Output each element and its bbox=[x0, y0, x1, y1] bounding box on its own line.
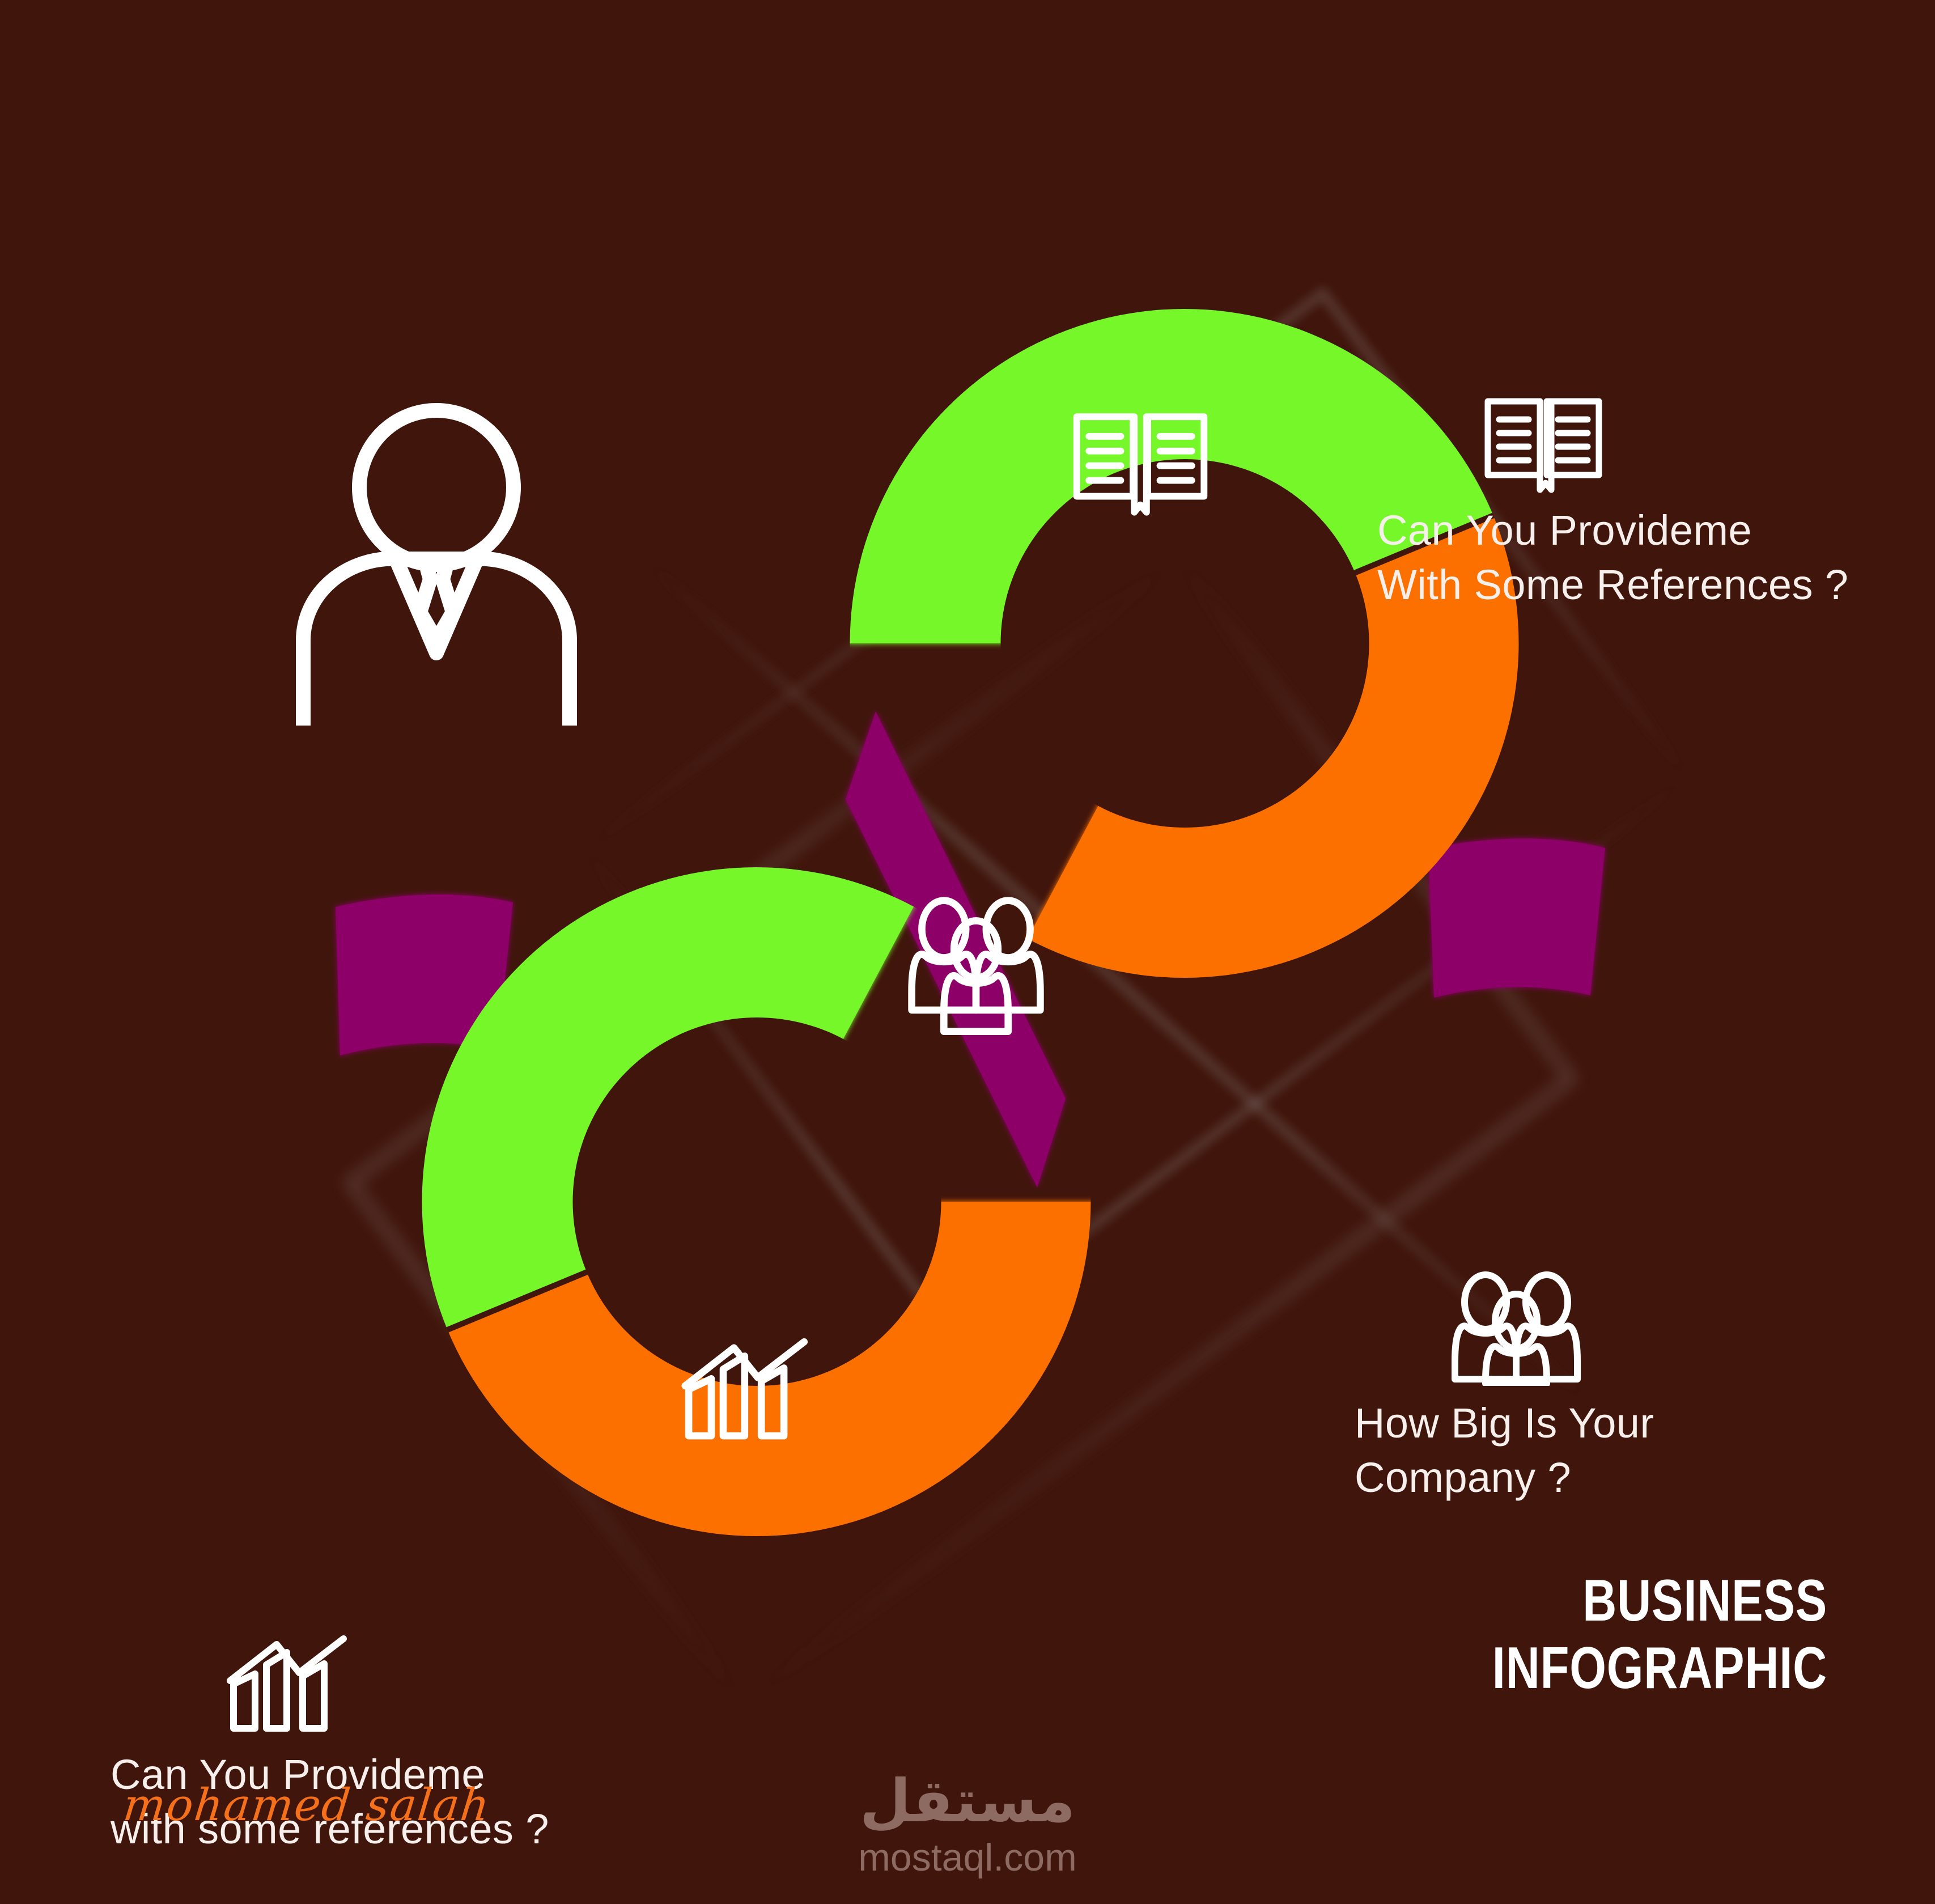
group-of-people-icon bbox=[908, 897, 1044, 1035]
callout-text: How Big Is Your Company ? bbox=[1355, 1400, 1654, 1502]
callout-company-size: How Big Is Your Company ? bbox=[1355, 1267, 1842, 1505]
open-book-icon bbox=[1484, 398, 1602, 493]
bar-chart-growth-icon bbox=[681, 1338, 808, 1440]
callout-references-top-right: Can You Provideme With Some References ? bbox=[1377, 391, 1935, 612]
open-book-icon bbox=[1073, 413, 1208, 516]
brand-line-1: BUSINESS bbox=[1582, 1568, 1827, 1634]
brand-line-2: INFOGRAPHIC bbox=[1492, 1635, 1827, 1701]
businessman-icon bbox=[296, 403, 577, 726]
ribbon-segment-left-magenta-tail bbox=[336, 894, 513, 1055]
callout-text: Can You Provideme With Some References ? bbox=[1377, 507, 1849, 609]
callout-references-bottom-left: Can You Provideme with some references ? bbox=[111, 1635, 677, 1856]
page-title: BUSINESS INFOGRAPHIC bbox=[1492, 1567, 1827, 1702]
group-of-people-icon bbox=[1452, 1271, 1581, 1386]
bar-chart-growth-icon bbox=[227, 1635, 347, 1732]
designer-signature: mohamed salah bbox=[121, 1780, 493, 1831]
callout-text: Can You Provideme with some references ? bbox=[111, 1751, 549, 1853]
ribbon-segment-right-magenta-tail bbox=[1428, 838, 1605, 998]
